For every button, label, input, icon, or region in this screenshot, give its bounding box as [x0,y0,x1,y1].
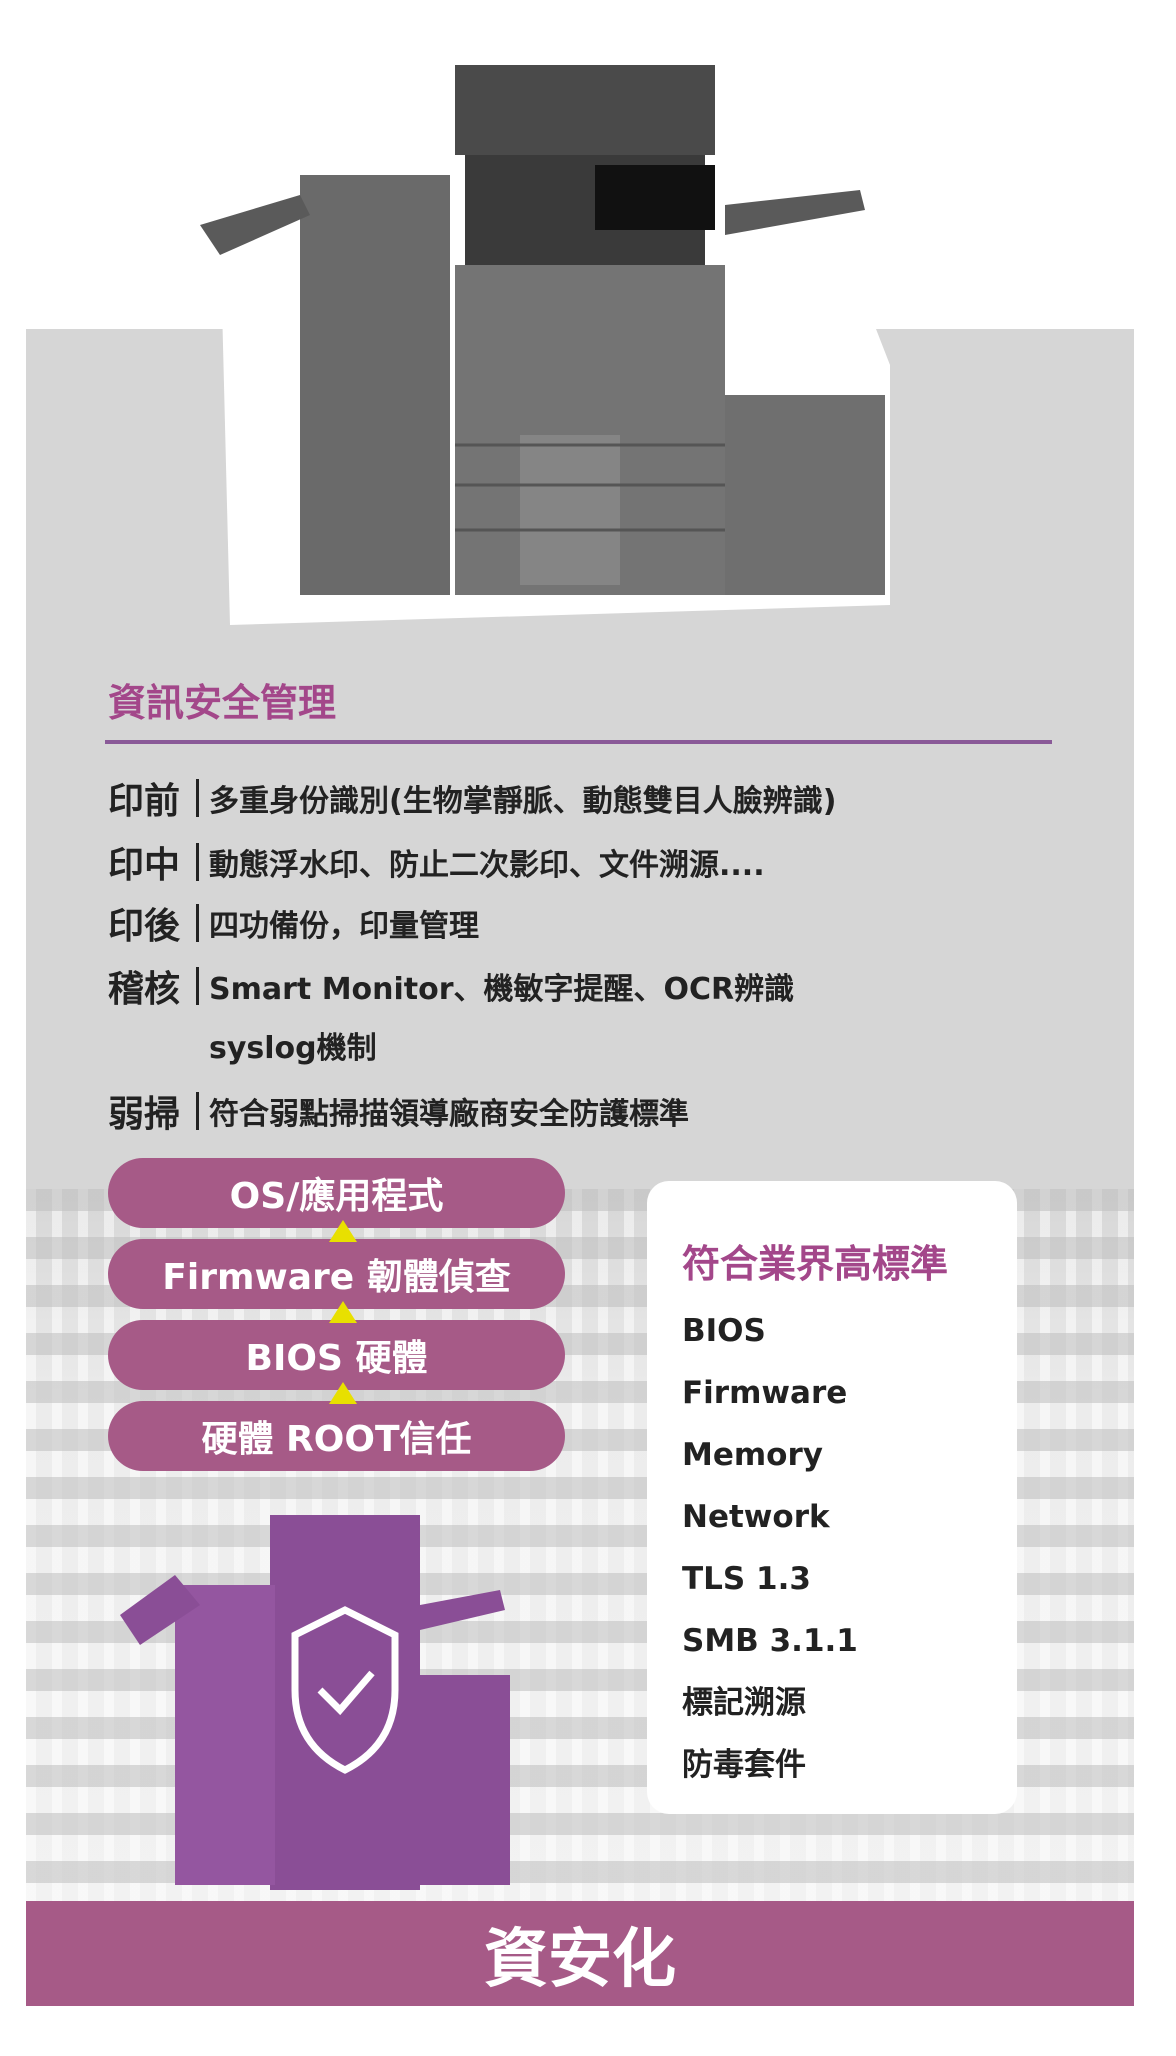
security-row: 印中動態浮水印、防止二次影印、文件溯源.... [108,836,765,888]
divider [105,740,1052,744]
separator [196,967,199,1005]
row-key: 印中 [108,845,181,886]
separator [196,1092,199,1130]
row-value: syslog機制 [209,1031,377,1066]
standards-title: 符合業界高標準 [682,1242,949,1286]
row-value: 多重身份識別(生物掌靜脈、動態雙目人臉辨識) [209,784,837,819]
security-row: 印前多重身份識別(生物掌靜脈、動態雙目人臉辨識) [108,772,836,824]
standard-item: BIOS [682,1313,766,1349]
standard-item: 標記溯源 [682,1685,806,1721]
printer-image [200,65,890,625]
row-value: 四功備份，印量管理 [209,909,479,944]
stack-layer: Firmware 韌體偵查 [108,1239,565,1309]
security-row: 稽核 Smart Monitor、機敏字提醒、OCR辨識 [108,960,794,1012]
shield-check-icon [291,1606,399,1774]
row-value: 動態浮水印、防止二次影印、文件溯源.... [209,848,765,883]
stack-layer: 硬體 ROOT信任 [108,1401,565,1471]
banner: 資安化 [26,1901,1134,2006]
row-value: Smart Monitor、機敏字提醒、OCR辨識 [209,972,795,1007]
standard-item: 防毒套件 [682,1747,806,1783]
arrow-up-icon [329,1382,357,1404]
row-key: 稽核 [108,969,181,1010]
standard-item: Firmware [682,1375,848,1411]
secure-printer-image [120,1515,510,1890]
security-row: 印後四功備份，印量管理 [108,897,479,949]
row-value: 符合弱點掃描領導廠商安全防護標準 [209,1097,689,1132]
standard-item: SMB 3.1.1 [682,1623,858,1659]
row-key: 印前 [108,781,181,822]
separator [196,843,199,881]
security-row: syslog機制 [108,1023,377,1067]
standard-item: Memory [682,1437,823,1473]
arrow-up-icon [329,1301,357,1323]
section-title: 資訊安全管理 [108,681,337,725]
row-key: 印後 [108,906,181,947]
row-key: 弱掃 [108,1094,181,1135]
separator [196,779,199,817]
standard-item: Network [682,1499,830,1535]
stack-layer: OS/應用程式 [108,1158,565,1228]
security-row: 弱掃符合弱點掃描領導廠商安全防護標準 [108,1085,689,1137]
standard-item: TLS 1.3 [682,1561,811,1597]
separator [196,904,199,942]
stack-layer: BIOS 硬體 [108,1320,565,1390]
arrow-up-icon [329,1220,357,1242]
